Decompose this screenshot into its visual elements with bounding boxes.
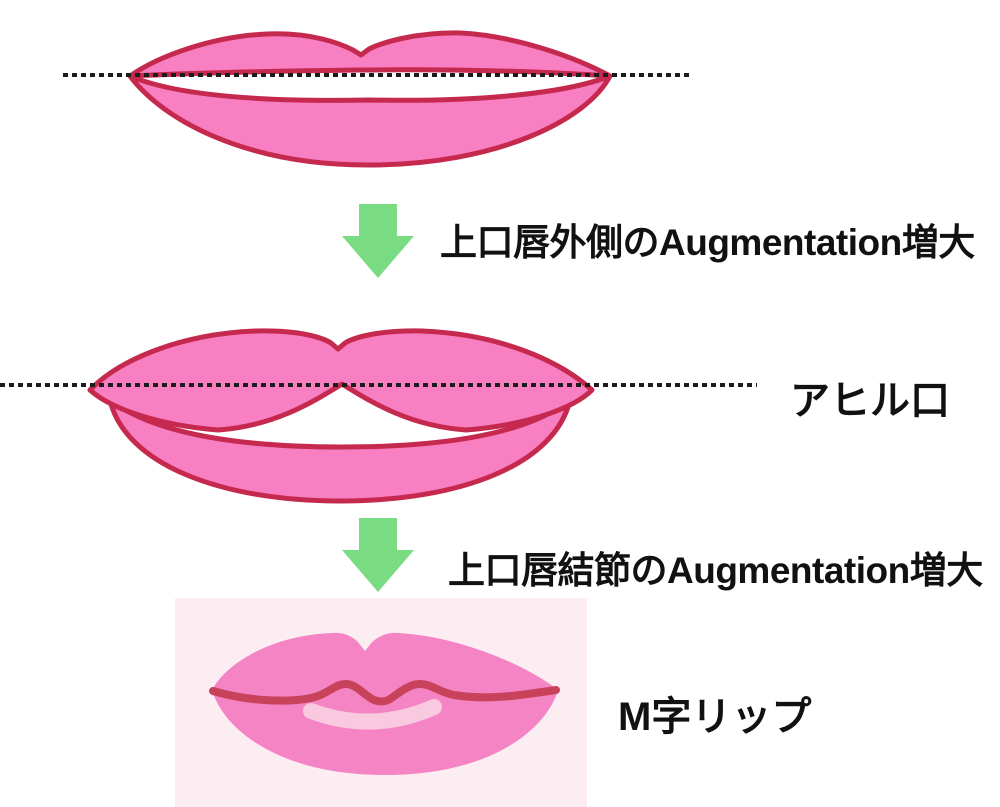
duck-upper-lip-shape xyxy=(87,328,595,433)
m-lips-illustration xyxy=(209,632,560,775)
down-arrow-icon xyxy=(342,204,414,278)
step2-caption: 上口唇結節のAugmentation増大 xyxy=(448,550,983,591)
lower-lip-highlight-shape xyxy=(303,699,442,730)
lip-reference-line-1 xyxy=(63,73,692,77)
m-mouth-line-shape xyxy=(209,680,560,706)
lip-reference-line-2 xyxy=(0,383,757,387)
step1-caption: 上口唇外側のAugmentation増大 xyxy=(440,222,975,263)
normal-lips-illustration xyxy=(127,30,613,168)
normal-lower-lip-shape xyxy=(127,73,613,168)
duck-mouth-label: アヒル口 xyxy=(790,379,950,423)
m-lips-label: M字リップ xyxy=(618,695,812,739)
duck-lips-illustration xyxy=(87,328,595,504)
normal-upper-lip-shape xyxy=(127,30,613,79)
down-arrow-icon xyxy=(342,518,414,592)
